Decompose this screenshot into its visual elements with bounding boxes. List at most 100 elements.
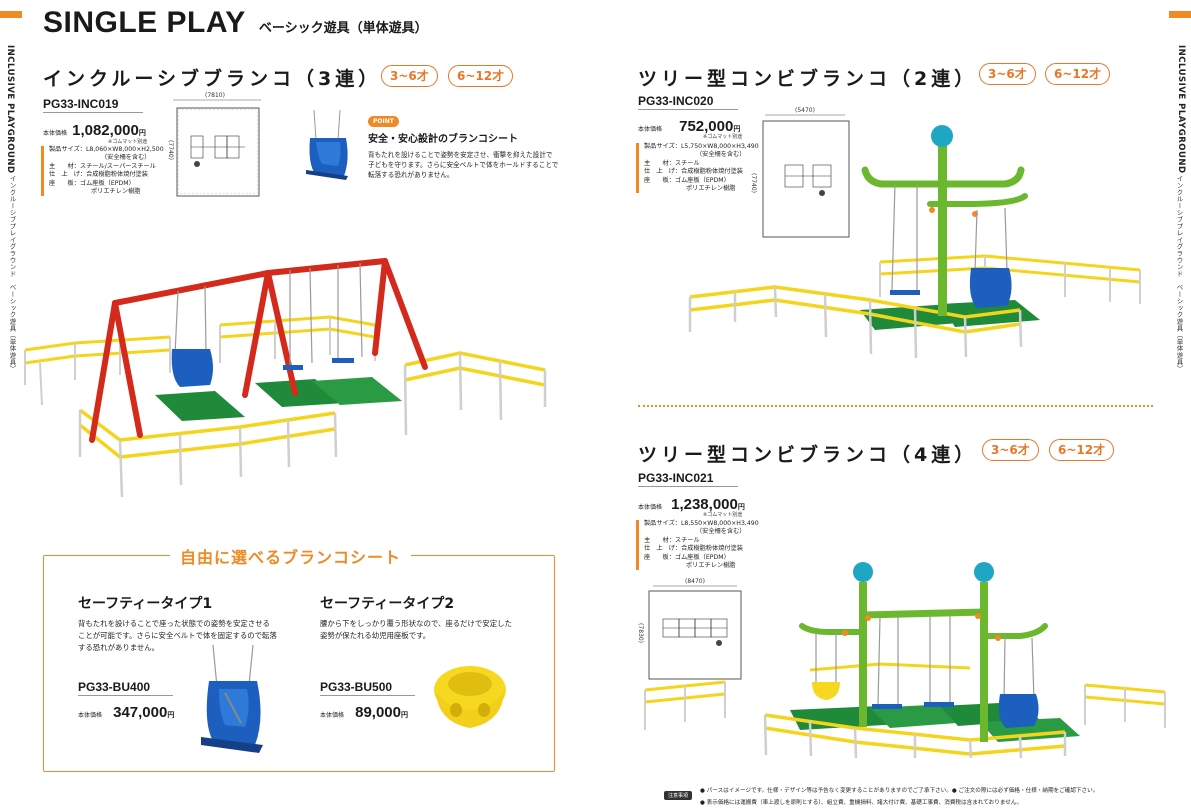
product-code: PG33-INC021 (638, 471, 714, 485)
price-note: ※ゴムマット別途 (108, 139, 148, 145)
spec-line: 座 板：ゴム座板（EPDM） (644, 553, 730, 561)
rubber-mat (155, 391, 245, 421)
flat-seat (890, 290, 920, 295)
seat-type-title: セーフティータイプ2 (320, 596, 455, 612)
seat-type-body-line: 背もたれを設けることで座った状態での姿勢を安定させる (78, 619, 270, 628)
flat-seat (924, 702, 954, 707)
spec-line: （安全柵を含む） (101, 154, 151, 162)
price-row: 本体価格 752,000円 (638, 116, 740, 135)
yen-unit: 円 (138, 129, 146, 137)
seat-price-row: 本体価格 347,000円 (78, 702, 174, 721)
point-body-line: 子どもを守ります。さらに安全ベルトで体をホールドすることで (368, 161, 559, 169)
price-label: 本体価格 (320, 712, 345, 719)
tree-top-ball (974, 562, 994, 582)
seat-type-title: セーフティータイプ1 (78, 596, 213, 612)
side-sub-right: インクルーシブプレイグラウンド ベーシック遊具（単体遊具） (1175, 175, 1183, 373)
yellow-bucket-seat (812, 682, 840, 700)
price-value: 1,238,000 (671, 496, 738, 513)
spec-line: 製品サイズ：L8,060×W8,000×H2,500 (49, 146, 164, 153)
swing-illustration (688, 125, 1141, 359)
spec-list: 製品サイズ：L8,550×W8,000×H3,490 （安全柵を含む） 主 材：… (636, 520, 759, 571)
rubber-mat (312, 377, 402, 405)
seat-type-body-line: ことが可能です。さらに安全ベルトで体を固定するので転落 (78, 631, 277, 640)
price-value: 752,000 (679, 118, 734, 135)
tree-top-ball (853, 562, 873, 582)
age-badge: 6~12才 (1045, 63, 1111, 85)
spec-line: 製品サイズ：L8,550×W8,000×H3,490 (644, 520, 759, 527)
point-tag: POINT (368, 116, 399, 127)
point-title: 安全・安心設計のブランコシート (368, 134, 518, 145)
price-label: 本体価格 (638, 504, 663, 511)
yen-unit: 円 (167, 711, 175, 719)
side-label-right: INCLUSIVE PLAYGROUND (1176, 45, 1186, 174)
code-underline (638, 486, 738, 487)
code-underline (638, 109, 738, 110)
plan-diagram: (5470) (7740) (750, 107, 850, 238)
footer-note: ● パースはイメージです。仕様・デザイン等は予告なく変更することがありますのでご… (700, 788, 1099, 794)
seat-type-body: 背もたれを設けることで座った状態での姿勢を安定させる ことが可能です。さらに安全… (78, 618, 277, 654)
footer-note: ● 表示価格には運搬費（車上渡しを原則とする）、組立費、重機損料、諸大付け費、基… (700, 800, 1023, 806)
code-underline (320, 695, 415, 696)
price-label: 本体価格 (43, 130, 68, 137)
tree-top-ball (931, 125, 953, 147)
page-header: SINGLE PLAY ベーシック遊具（単体遊具） (43, 6, 428, 40)
seat-type-body: 腰から下をしっかり覆う形状なので、座るだけで安定した 姿勢が保たれる幼児用座板で… (320, 618, 512, 642)
point-body-line: 転落する恐れがありません。 (368, 171, 454, 179)
seat-type-body-line: する恐れがありません。 (78, 643, 160, 652)
blue-bucket-seat (998, 694, 1039, 728)
age-badge: 3~6才 (979, 63, 1036, 85)
dim-width-label: (5470) (795, 107, 815, 114)
product-title: ツリー型コンビブランコ（2連） (638, 68, 978, 90)
age-badge: 6~12才 (448, 65, 514, 87)
product-title: ツリー型コンビブランコ（4連） (638, 444, 978, 466)
spec-line: 座 板：ゴム座板（EPDM） (644, 176, 730, 184)
spec-line: 仕 上 げ：合成樹脂粉体焼付塗装 (644, 168, 743, 176)
spec-line: 座 板：ゴム座板（EPDM） (49, 179, 135, 187)
dim-height-label: (7830) (637, 623, 644, 643)
swing-illustration (644, 562, 1166, 759)
age-badge: 6~12才 (1049, 439, 1115, 461)
product-title: インクルーシブブランコ（3連） (43, 68, 382, 90)
spec-line: （安全柵を含む） (696, 151, 746, 159)
price-note: ※ゴムマット別途 (703, 512, 743, 518)
price-row: 本体価格 1,082,000円 (43, 120, 146, 139)
seat-price-row: 本体価格 89,000円 (320, 702, 408, 721)
side-sub-left: インクルーシブプレイグラウンド ベーシック遊具（単体遊具） (8, 175, 16, 373)
blue-bucket-seat (969, 268, 1012, 308)
age-badge: 3~6才 (381, 65, 438, 87)
product-code: PG33-INC019 (43, 97, 119, 111)
dim-height-label: (7740) (167, 140, 174, 160)
code-underline (78, 695, 173, 696)
dim-width-label: (8470) (685, 578, 705, 585)
yen-unit: 円 (733, 125, 741, 133)
corner-mark-left (0, 11, 22, 18)
spec-line: 主 材：スチール/スーパースチール (49, 162, 156, 170)
yen-unit: 円 (737, 503, 745, 511)
product-code: PG33-INC020 (638, 94, 714, 108)
seat-type-body-line: 姿勢が保たれる幼児用座板です。 (320, 631, 431, 640)
dim-height-label: (7740) (750, 173, 757, 193)
seat-type-body-line: 腰から下をしっかり覆う形状なので、座るだけで安定した (320, 619, 512, 628)
age-badge: 3~6才 (982, 439, 1039, 461)
swing-illustration (24, 258, 547, 498)
spec-line: 主 材：スチール (644, 159, 700, 167)
price-row: 本体価格 1,238,000円 (638, 494, 745, 513)
blue-bucket-seat (171, 349, 213, 387)
spec-line: 主 材：スチール (644, 536, 700, 544)
price-label: 本体価格 (78, 712, 103, 719)
yen-unit: 円 (401, 711, 408, 719)
point-body: 背もたれを設けることで姿勢を安定させ、衝撃を抑えた設計で 子どもを守ります。さら… (368, 150, 558, 180)
plan-diagram: (8470) (7830) (637, 578, 742, 680)
spec-list: 製品サイズ：L8,060×W8,000×H2,500 （安全柵を含む） 主 材：… (41, 146, 164, 197)
spec-list: 製品サイズ：L5,750×W8,000×H3,490 （安全柵を含む） 主 材：… (636, 143, 759, 194)
flat-seat (872, 704, 902, 709)
spec-line: ポリエチレン樹脂 (686, 185, 736, 193)
spec-line: 仕 上 げ：合成樹脂粉体焼付塗装 (49, 171, 148, 179)
spec-line: （安全柵を含む） (696, 528, 746, 536)
page-title: SINGLE PLAY (43, 6, 246, 39)
section-divider (638, 405, 1153, 407)
page-subtitle: ベーシック遊具（単体遊具） (258, 21, 428, 36)
price-value: 347,000 (113, 704, 168, 721)
side-label-left: INCLUSIVE PLAYGROUND (5, 45, 15, 174)
flat-seat (332, 358, 354, 363)
